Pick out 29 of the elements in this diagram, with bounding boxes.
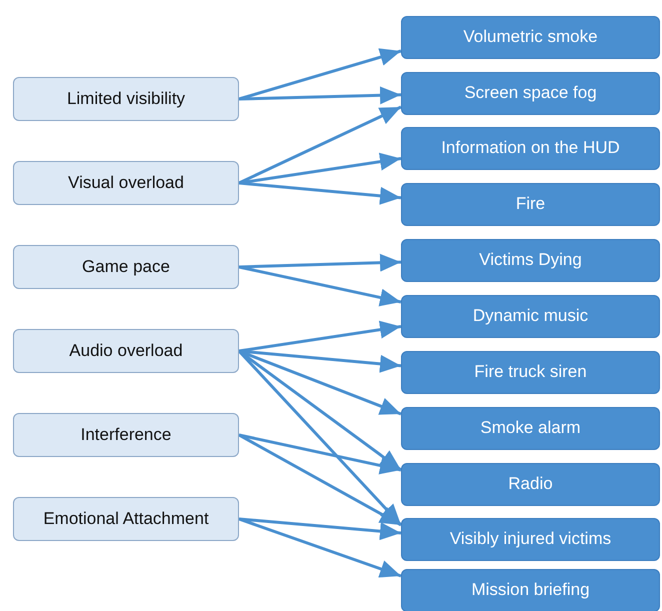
arrow: [238, 266, 402, 306]
element-box: Fire: [401, 182, 660, 226]
element-box: Fire truck siren: [401, 350, 660, 394]
cause-box: Game pace: [13, 245, 239, 289]
arrow: [238, 434, 402, 474]
arrow: [238, 320, 402, 352]
arrow: [238, 518, 402, 578]
arrow: [238, 48, 402, 100]
cause-box: Interference: [13, 413, 239, 457]
element-box: Mission briefing: [401, 568, 660, 611]
cause-box: Limited visibility: [13, 77, 239, 121]
arrow: [238, 434, 402, 526]
element-box: Screen space fog: [401, 72, 660, 114]
arrow: [238, 86, 402, 104]
arrow: [238, 254, 402, 272]
element-box: Smoke alarm: [401, 406, 660, 450]
arrow: [238, 152, 402, 184]
arrow: [238, 518, 402, 540]
arrow: [238, 182, 402, 205]
element-box: Radio: [401, 462, 660, 506]
element-box: Volumetric smoke: [401, 16, 660, 58]
element-box: Visibly injured victims: [401, 518, 660, 560]
element-box: Information on the HUD: [401, 126, 660, 170]
cause-box: Visual overload: [13, 161, 239, 205]
element-box: Victims Dying: [401, 238, 660, 282]
cause-box: Audio overload: [13, 329, 239, 373]
cause-box: Emotional Attachment: [13, 497, 239, 541]
arrow: [238, 106, 402, 184]
element-box: Dynamic music: [401, 294, 660, 338]
